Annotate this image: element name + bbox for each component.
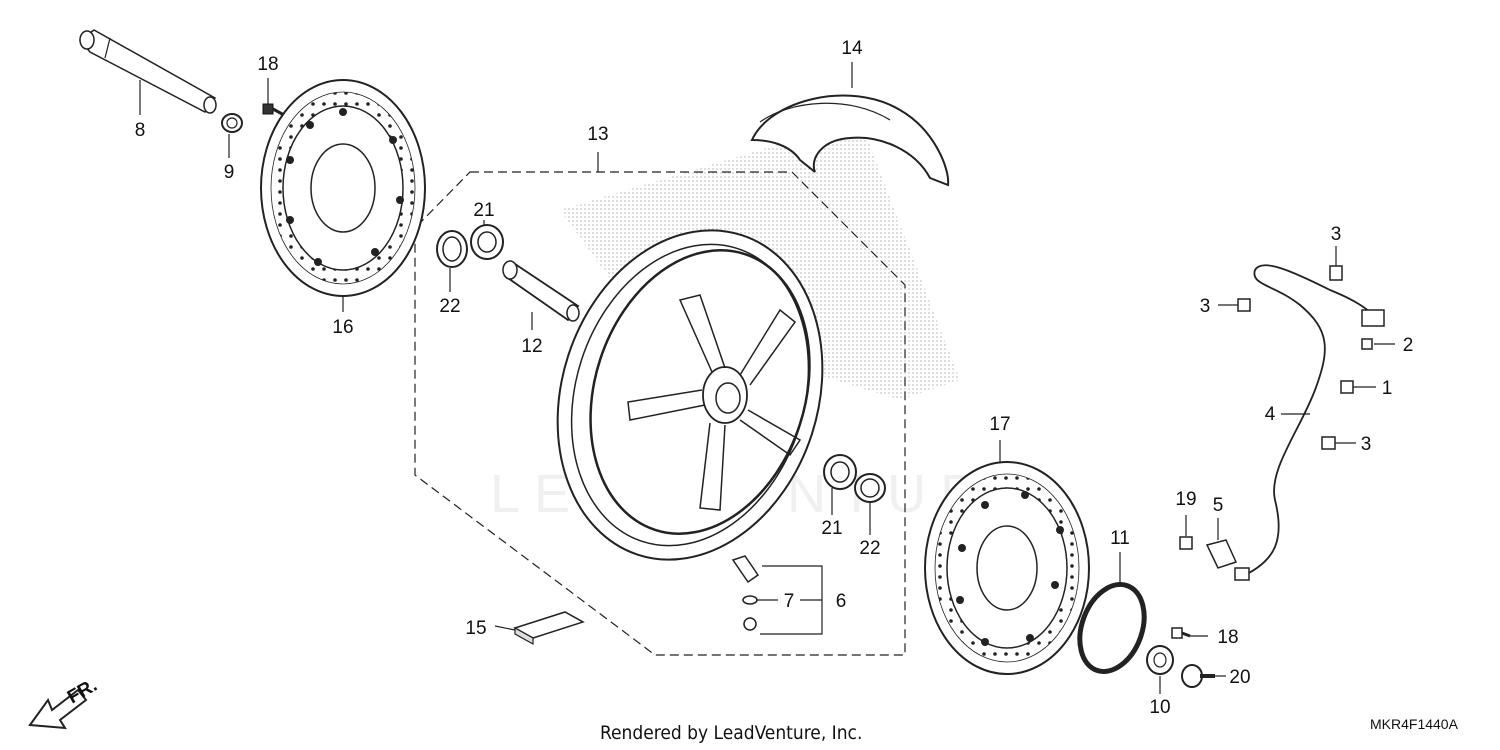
callout-3-left[interactable]: 3 [1200, 296, 1211, 317]
air-valve-part[interactable] [731, 555, 760, 631]
diagram-code: MKR4F1440A [1370, 716, 1459, 732]
wheel-speed-sensor-wire[interactable] [1234, 264, 1385, 581]
side-collar-part[interactable] [1146, 645, 1174, 675]
pulser-ring-part[interactable] [1068, 575, 1155, 680]
bearing-right[interactable] [823, 454, 857, 490]
callout-9[interactable]: 9 [224, 162, 235, 183]
leader-lines [139, 62, 1395, 694]
front-axle-part[interactable] [78, 29, 217, 114]
ring-bolt-part[interactable] [1171, 627, 1191, 639]
callout-8[interactable]: 8 [135, 120, 146, 141]
distance-collar-part[interactable] [502, 260, 580, 322]
callout-22-lower[interactable]: 22 [859, 538, 880, 559]
sensor-bolt-part[interactable] [1179, 536, 1193, 550]
callout-6[interactable]: 6 [836, 591, 847, 612]
footer-credit: Rendered by LeadVenture, Inc. [600, 722, 862, 744]
callout-12[interactable]: 12 [521, 336, 542, 357]
callout-5[interactable]: 5 [1213, 495, 1224, 516]
callout-14[interactable]: 14 [841, 38, 863, 59]
callout-18-lower[interactable]: 18 [1217, 627, 1238, 648]
callout-3-lower[interactable]: 3 [1361, 434, 1372, 455]
callout-11[interactable]: 11 [1110, 528, 1130, 549]
callout-19[interactable]: 19 [1175, 489, 1196, 510]
brake-disc-right[interactable] [924, 461, 1090, 675]
dust-seal-left[interactable] [436, 230, 468, 268]
disc-bolt-part[interactable] [262, 103, 285, 117]
callout-2[interactable]: 2 [1403, 335, 1414, 356]
axle-bolt-part[interactable] [1181, 664, 1215, 688]
callout-22-upper[interactable]: 22 [439, 296, 460, 317]
callout-18-upper[interactable]: 18 [257, 54, 278, 75]
dust-seal-right[interactable] [854, 473, 886, 503]
callout-4[interactable]: 4 [1265, 404, 1276, 425]
wire-clip-part[interactable] [1237, 265, 1373, 450]
balance-weight-part[interactable] [513, 611, 585, 646]
callout-13[interactable]: 13 [587, 124, 608, 145]
callout-17[interactable]: 17 [989, 414, 1010, 435]
direction-arrow-icon [28, 688, 88, 730]
front-wheel-rim[interactable] [516, 196, 863, 595]
callout-7[interactable]: 7 [784, 591, 795, 612]
sensor-bracket-part[interactable] [1205, 539, 1238, 569]
callout-20[interactable]: 20 [1229, 667, 1250, 688]
callout-15[interactable]: 15 [465, 618, 486, 639]
callout-3-top[interactable]: 3 [1331, 224, 1342, 245]
callout-1[interactable]: 1 [1382, 378, 1393, 399]
callout-21-lower[interactable]: 21 [821, 518, 842, 539]
axle-collar-part[interactable] [221, 113, 243, 133]
brake-disc-left[interactable] [260, 79, 426, 297]
callout-labels: 8 9 18 16 13 14 21 22 12 21 22 7 6 15 17… [135, 38, 1414, 718]
front-direction-indicator: FR. [28, 675, 101, 730]
callout-21-upper[interactable]: 21 [473, 200, 494, 221]
callout-10[interactable]: 10 [1149, 697, 1170, 718]
front-tire-part[interactable] [750, 94, 950, 187]
callout-16[interactable]: 16 [332, 317, 353, 338]
bearing-left[interactable] [470, 224, 504, 260]
